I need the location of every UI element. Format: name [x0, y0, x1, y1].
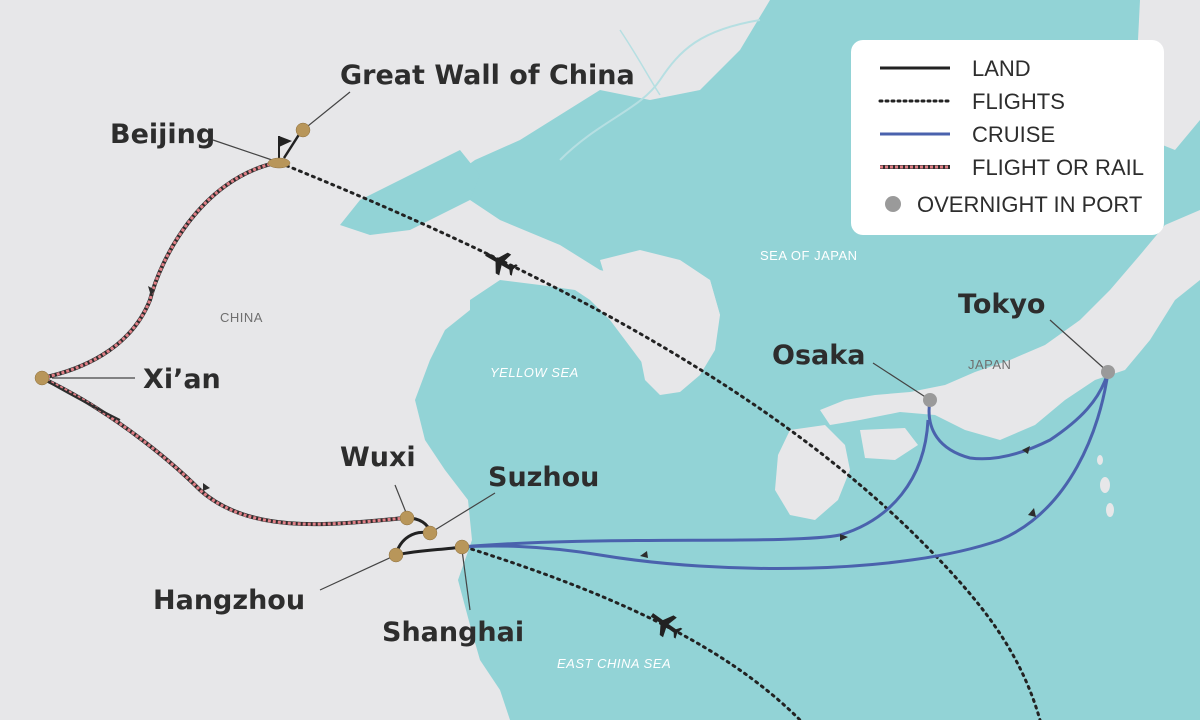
legend-flights: FLIGHTS — [972, 89, 1065, 114]
legend-overnight-swatch — [885, 196, 901, 212]
label-tokyo: Tokyo — [958, 289, 1046, 320]
overnight-ports — [923, 365, 1115, 407]
river — [619, 29, 661, 96]
label-hangzhou: Hangzhou — [153, 585, 305, 616]
label-great-wall: Great Wall of China — [340, 60, 635, 91]
legend-box — [851, 40, 1164, 235]
island — [1106, 503, 1114, 517]
label-shanghai: Shanghai — [382, 617, 524, 648]
label-east-china-sea: EAST CHINA SEA — [557, 656, 671, 671]
legend-overnight: OVERNIGHT IN PORT — [917, 192, 1142, 217]
stop-suzhou — [422, 525, 438, 541]
legend-cruise: CRUISE — [972, 122, 1055, 147]
island — [1097, 455, 1103, 465]
land-honshu — [820, 210, 1200, 440]
stop-shanghai — [454, 539, 470, 555]
land-korea — [600, 250, 720, 395]
legend: LAND FLIGHTS CRUISE FLIGHT OR RAIL OVERN… — [851, 40, 1164, 235]
label-suzhou: Suzhou — [488, 462, 599, 493]
stop-hangzhou — [388, 547, 404, 563]
cruise-routes — [461, 371, 1110, 571]
port-osaka — [923, 393, 937, 407]
plane-icon — [650, 613, 683, 639]
legend-land: LAND — [972, 56, 1031, 81]
land-shandong — [330, 235, 470, 310]
legend-flight-or-rail: FLIGHT OR RAIL — [972, 155, 1144, 180]
label-osaka: Osaka — [772, 340, 865, 371]
flight-or-rail-route — [41, 161, 406, 527]
land-kyushu — [775, 425, 850, 520]
island — [1100, 477, 1110, 493]
leader-lines — [52, 91, 1109, 611]
flight-route-beijing — [278, 161, 1042, 720]
flight-route-shanghai — [463, 545, 802, 720]
land-mainland — [0, 0, 770, 720]
stop-great-wall — [295, 122, 311, 138]
stop-beijing — [267, 157, 291, 169]
bohai-sea — [340, 150, 480, 235]
river — [559, 19, 761, 161]
land-shikoku — [860, 428, 918, 460]
label-china: CHINA — [220, 310, 263, 325]
label-wuxi: Wuxi — [340, 442, 416, 473]
stop-xian — [34, 370, 50, 386]
plane-icon — [485, 252, 518, 276]
label-sea-of-japan: SEA OF JAPAN — [760, 248, 858, 263]
route-arrows — [148, 286, 1036, 558]
stops — [34, 122, 470, 563]
port-tokyo — [1101, 365, 1115, 379]
label-xian: Xi’an — [143, 364, 221, 395]
label-yellow-sea: YELLOW SEA — [490, 365, 579, 380]
stop-wuxi — [399, 510, 415, 526]
label-japan: JAPAN — [968, 357, 1011, 372]
label-beijing: Beijing — [110, 119, 215, 150]
